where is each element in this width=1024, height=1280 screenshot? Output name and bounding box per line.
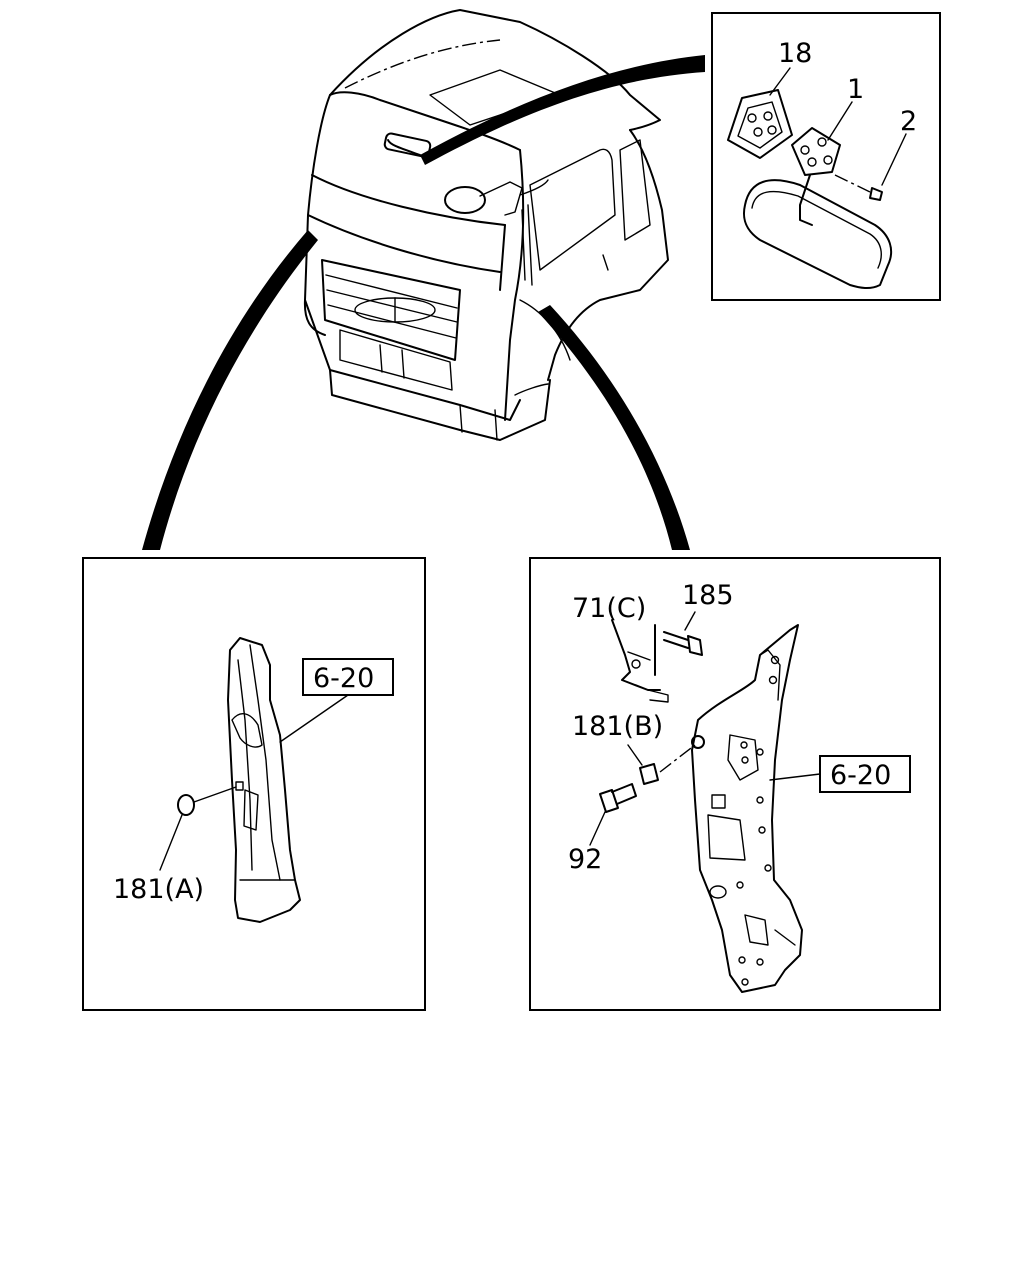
- callout-71c: 71(C): [572, 593, 646, 624]
- ref-label-right: 6-20: [830, 760, 891, 791]
- callout-181b: 181(B): [572, 711, 663, 742]
- callout-92: 92: [568, 844, 602, 875]
- callout-1: 1: [847, 74, 864, 105]
- ref-label-left: 6-20: [313, 663, 374, 694]
- callout-18: 18: [778, 38, 812, 69]
- callout-185: 185: [682, 580, 734, 611]
- mirror-detail-panel: 18 1 2: [711, 12, 941, 301]
- callout-2: 2: [900, 106, 917, 137]
- leader-arrows: [142, 55, 705, 550]
- left-pillar-panel: 6-20 181(A): [82, 557, 426, 1011]
- right-pillar-panel: 71(C) 185 181(B) 92 6-20: [529, 557, 941, 1011]
- callout-181a: 181(A): [113, 874, 204, 905]
